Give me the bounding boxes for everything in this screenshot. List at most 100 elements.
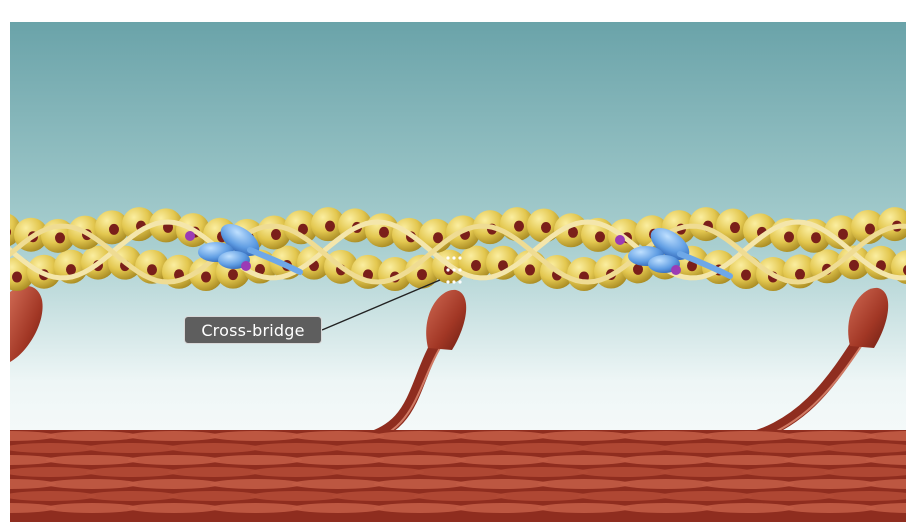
muscle-filament-illustration	[10, 22, 906, 522]
actin-bead-core	[525, 264, 535, 276]
myosin-fiber	[86, 467, 178, 477]
myosin-fiber	[538, 431, 630, 441]
myosin-fiber	[168, 491, 260, 501]
myosin-fiber	[10, 455, 56, 465]
actin-bead	[878, 207, 906, 242]
myosin-fiber	[702, 479, 794, 489]
actin-bead-core	[379, 226, 389, 238]
actin-bead-core	[10, 228, 11, 236]
calcium-ion	[241, 261, 251, 271]
actin-bead-core	[147, 264, 157, 276]
myosin-fiber	[10, 479, 56, 489]
myosin-fiber	[742, 443, 834, 453]
myosin-fiber	[496, 467, 588, 477]
actin-bead-core	[109, 223, 119, 235]
myosin-fiber	[250, 491, 342, 501]
myosin-fiber	[46, 455, 138, 465]
actin-bead-core	[55, 232, 65, 244]
actin-bead-core	[271, 228, 281, 240]
myosin-fiber	[168, 443, 260, 453]
myosin-fiber	[620, 503, 712, 513]
calcium-ion	[671, 265, 681, 275]
myosin-fiber	[456, 479, 548, 489]
myosin-fiber	[46, 431, 138, 441]
binding-dot	[446, 268, 450, 272]
actin-bead-core	[417, 269, 427, 281]
actin-bead-core	[903, 265, 906, 276]
myosin-fiber	[10, 503, 56, 513]
myosin-fiber	[824, 467, 906, 477]
binding-dot	[458, 268, 462, 272]
actin-bead-core	[849, 259, 859, 271]
myosin-fiber	[784, 431, 876, 441]
actin-bead-core	[228, 269, 238, 281]
myosin-fiber	[578, 443, 670, 453]
binding-site-dots	[446, 256, 462, 284]
actin-bead-core	[541, 221, 551, 233]
myosin-fiber	[128, 455, 220, 465]
actin-bead-core	[298, 223, 308, 235]
troponin-tail	[677, 251, 733, 279]
calcium-ion	[615, 235, 625, 245]
myosin-fiber	[292, 455, 384, 465]
thick-filament	[10, 430, 906, 522]
myosin-fiber	[784, 479, 876, 489]
actin-bead-core	[255, 264, 265, 276]
myosin-fiber	[10, 491, 96, 501]
myosin-fiber	[620, 455, 712, 465]
actin-bead-core	[433, 232, 443, 244]
actin-bead-core	[514, 220, 524, 232]
myosin-fiber	[168, 467, 260, 477]
myosin-fiber	[374, 431, 466, 441]
myosin-fiber	[332, 443, 424, 453]
myosin-fiber	[210, 455, 302, 465]
myosin-fiber	[414, 467, 506, 477]
myosin-fiber	[538, 479, 630, 489]
myosin-fiber	[86, 443, 178, 453]
myosin-fiber	[46, 503, 138, 513]
troponin-complexes	[185, 224, 733, 279]
cross-bridge-label: Cross-bridge	[184, 316, 322, 344]
tropomyosin-strand	[10, 219, 906, 281]
myosin-fiber	[538, 455, 630, 465]
myosin-fiber	[414, 491, 506, 501]
myosin-fiber	[824, 491, 906, 501]
label-leader-line	[321, 279, 441, 331]
actin-bead-core	[12, 271, 22, 283]
myosin-fiber	[660, 443, 752, 453]
myosin-fiber	[578, 491, 670, 501]
myosin-fiber	[866, 479, 906, 489]
binding-dot	[452, 256, 456, 260]
myosin-fiber	[10, 443, 96, 453]
myosin-fiber	[292, 503, 384, 513]
myosin-fiber	[866, 455, 906, 465]
myosin-fiber	[128, 503, 220, 513]
actin-bead-core	[201, 271, 211, 283]
binding-dot	[446, 280, 450, 284]
myosin-fiber	[456, 455, 548, 465]
actin-bead-core	[865, 223, 875, 235]
binding-dot	[452, 268, 456, 272]
actin-bead-core	[730, 222, 740, 234]
actin-bead-core	[595, 231, 605, 243]
myosin-fiber	[128, 431, 220, 441]
actin-bead-core	[784, 231, 794, 243]
calcium-ion	[185, 231, 195, 241]
myosin-fiber	[46, 479, 138, 489]
myosin-fiber	[742, 491, 834, 501]
binding-dot	[458, 256, 462, 260]
actin-bead-core	[498, 260, 508, 272]
myosin-fiber	[866, 431, 906, 441]
actin-bead-core	[741, 269, 751, 281]
actin-bead-core	[633, 263, 643, 275]
actin-bead-core	[471, 259, 481, 271]
myosin-head	[426, 289, 467, 350]
actin-bead-core	[568, 226, 578, 238]
myosin-fiber	[374, 503, 466, 513]
myosin-fiber	[250, 443, 342, 453]
actin-bead-core	[811, 232, 821, 244]
myosin-fiber	[496, 491, 588, 501]
myosin-fiber	[332, 467, 424, 477]
myosin-fiber	[496, 443, 588, 453]
actin-bead-core	[838, 228, 848, 240]
